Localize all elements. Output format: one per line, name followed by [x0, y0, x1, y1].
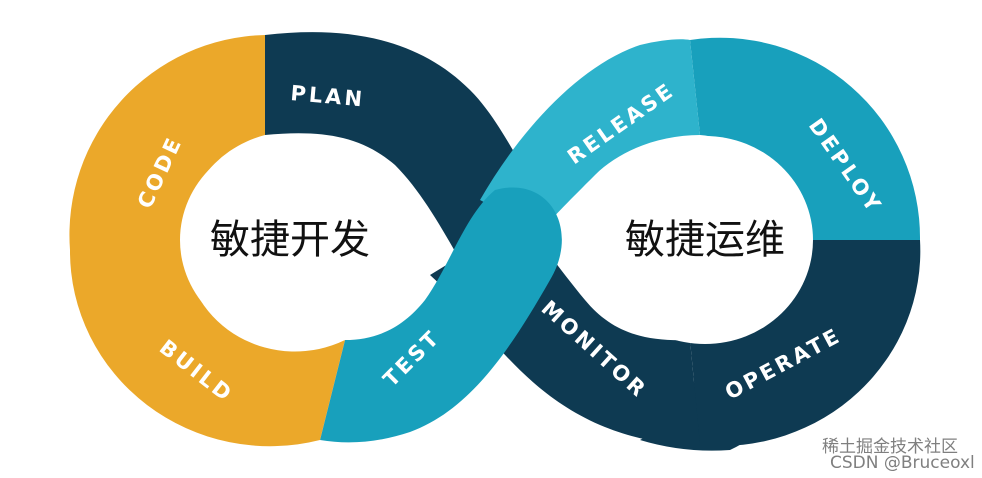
- segment-build: [69, 250, 346, 447]
- segment-deploy: [690, 37, 921, 240]
- right-loop-center: [597, 136, 813, 344]
- segment-test: [320, 187, 562, 443]
- right-loop-title: 敏捷运维: [625, 217, 785, 263]
- segment-operate-body: [690, 240, 921, 447]
- watermark-line1: 稀土掘金技术社区: [822, 437, 958, 457]
- segment-plan: [265, 32, 540, 261]
- segment-code: [69, 35, 266, 250]
- left-loop-title: 敏捷开发: [210, 217, 370, 263]
- watermark-line2: CSDN @Bruceoxl: [830, 453, 975, 473]
- segment-release: [480, 39, 700, 232]
- left-loop-center: [180, 136, 400, 344]
